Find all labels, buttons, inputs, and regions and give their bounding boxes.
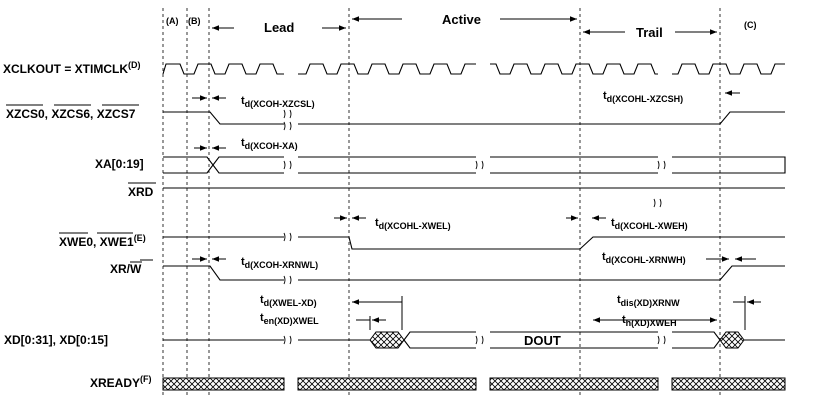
xready-bus <box>162 377 786 391</box>
param-en-xd-xwel: ten(XD)XWEL <box>260 312 319 326</box>
signal-xrw: XR/W <box>110 262 142 276</box>
xd-transition-end <box>719 331 745 349</box>
xzcs-waveform <box>163 111 785 125</box>
phase-lead-label: Lead <box>264 20 294 35</box>
xclkout-waveform <box>162 63 785 75</box>
param-xcohl-xrnwh: td(XCOHL-XRNWH) <box>602 251 686 265</box>
phase-active-label: Active <box>442 12 481 27</box>
param-xcoh-xzcsl: td(XCOH-XZCSL) <box>241 95 315 109</box>
param-dis-xd-xrnw: tdis(XD)XRNW <box>617 294 680 308</box>
phase-trail-label: Trail <box>636 25 663 40</box>
signal-xready: XREADY(F) <box>90 374 152 390</box>
xd-bus: DOUT <box>163 331 785 349</box>
phase-guides <box>162 8 721 398</box>
param-xcoh-xa: td(XCOH-XA) <box>241 137 298 151</box>
signal-xwe: XWE0, XWE1(E) <box>59 233 146 249</box>
signal-xzcs: XZCS0, XZCS6, XZCS7 <box>6 107 136 121</box>
xa-bus <box>163 156 786 174</box>
xd-dout-label: DOUT <box>524 333 561 348</box>
signal-names: XCLKOUT = XTIMCLK(D) XZCS0, XZCS6, XZCS7… <box>3 60 156 390</box>
timing-parameters: td(XCOH-XZCSL) td(XCOHL-XZCSH) td(XCOH-X… <box>241 90 688 328</box>
signal-xrd: XRD <box>128 185 154 199</box>
phase-a-label: (A) <box>166 16 179 26</box>
timing-arrows <box>192 90 761 330</box>
param-xcohl-xzcsh: td(XCOHL-XZCSH) <box>603 90 683 104</box>
phase-b-label: (B) <box>188 16 201 26</box>
param-xcohl-xwel: td(XCOHL-XWEL) <box>375 217 451 231</box>
xrw-waveform <box>163 265 785 281</box>
param-xcoh-xrnwl: td(XCOH-XRNWL) <box>241 256 318 270</box>
param-h-xd-xweh: th(XD)XWEH <box>622 314 677 328</box>
xwe-waveform <box>163 236 785 250</box>
signal-xa: XA[0:19] <box>95 157 144 171</box>
signal-xclkout: XCLKOUT = XTIMCLK(D) <box>3 60 141 76</box>
param-xcohl-xweh: td(XCOHL-XWEH) <box>611 217 688 231</box>
xd-transition-start <box>369 331 405 349</box>
param-xwel-xd: td(XWEL-XD) <box>260 294 317 308</box>
phase-header: (A) (B) Lead Active Trail (C) <box>166 12 757 40</box>
break-markers <box>283 109 666 345</box>
phase-c-label: (C) <box>744 20 757 30</box>
signal-xd: XD[0:31], XD[0:15] <box>4 333 108 347</box>
